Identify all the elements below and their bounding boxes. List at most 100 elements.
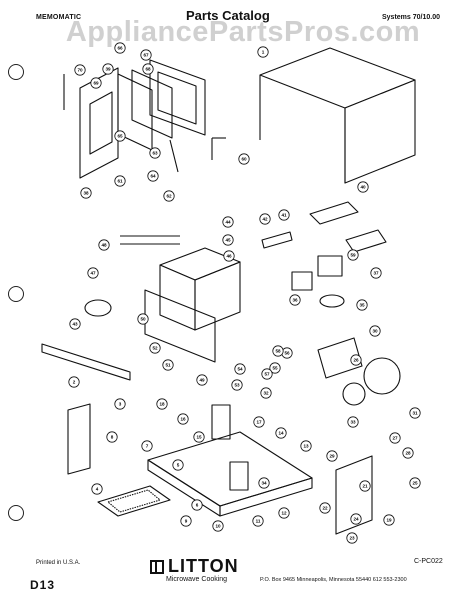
callout-33: 33	[347, 416, 359, 428]
callout-label: 18	[159, 402, 165, 407]
callout-64: 64	[147, 170, 159, 182]
callout-circle	[196, 374, 208, 386]
callout-circle	[357, 181, 369, 193]
callout-circle	[80, 187, 92, 199]
callout-circle	[258, 477, 270, 489]
callout-11: 11	[252, 515, 264, 527]
callout-label: 57	[264, 372, 270, 377]
callout-label: 11	[256, 519, 261, 524]
callout-circle	[98, 239, 110, 251]
callout-57: 57	[261, 368, 273, 380]
callout-50: 50	[137, 313, 149, 325]
callout-59: 59	[347, 249, 359, 261]
callout-27: 27	[389, 432, 401, 444]
callout-53: 53	[231, 379, 243, 391]
callout-circle	[253, 416, 265, 428]
callout-circle	[223, 250, 235, 262]
callout-label: 26	[353, 358, 359, 363]
callout-circle	[231, 379, 243, 391]
callout-label: 35	[359, 303, 365, 308]
callout-67: 67	[140, 49, 152, 61]
callout-label: 66	[117, 46, 123, 51]
callout-52: 52	[149, 342, 161, 354]
callout-label: 7	[146, 444, 149, 449]
callout-circle	[114, 175, 126, 187]
callout-circle	[74, 64, 86, 76]
callout-69: 69	[90, 77, 102, 89]
watermark: AppliancePartsPros.com	[65, 16, 421, 48]
callout-15: 15	[193, 431, 205, 443]
callout-circle	[142, 63, 154, 75]
callout-label: 28	[405, 451, 411, 456]
callout-label: 45	[225, 238, 231, 243]
callout-label: 69	[93, 81, 99, 86]
callout-circle	[257, 46, 269, 58]
header-title: Parts Catalog	[186, 8, 270, 23]
callout-61: 61	[114, 175, 126, 187]
callout-circle	[326, 450, 338, 462]
callout-circle	[114, 42, 126, 54]
callout-label: 62	[166, 194, 172, 199]
callout-label: 65	[117, 134, 123, 139]
callout-51: 51	[162, 359, 174, 371]
callout-circle	[68, 376, 80, 388]
callout-circle	[300, 440, 312, 452]
callout-circle	[222, 234, 234, 246]
callout-label: 16	[180, 417, 186, 422]
callout-label: 60	[241, 157, 247, 162]
callout-label: 30	[372, 329, 378, 334]
callout-circle	[114, 130, 126, 142]
callout-66: 66	[114, 42, 126, 54]
callout-label: 59	[350, 253, 356, 258]
callout-circle	[347, 249, 359, 261]
callout-label: 27	[392, 436, 398, 441]
callout-7: 7	[141, 440, 153, 452]
callout-circle	[369, 325, 381, 337]
callout-label: 17	[256, 420, 262, 425]
callout-circle	[90, 77, 102, 89]
callout-39: 39	[102, 63, 114, 75]
callout-32: 32	[260, 387, 272, 399]
callout-label: 5	[177, 463, 180, 468]
callout-circle	[114, 398, 126, 410]
callout-label: 67	[143, 53, 149, 58]
company-address: P.O. Box 9465 Minneapolis, Minnesota 554…	[260, 577, 407, 583]
callout-label: 54	[237, 367, 243, 372]
callout-label: 40	[360, 185, 366, 190]
callout-28: 28	[402, 447, 414, 459]
callout-label: 38	[83, 191, 89, 196]
callout-label: 42	[262, 217, 268, 222]
callout-circle	[141, 440, 153, 452]
cabinet-drawing	[259, 47, 416, 184]
callout-circle	[147, 170, 159, 182]
callout-label: 58	[275, 349, 281, 354]
callout-circle	[156, 398, 168, 410]
callout-16: 16	[177, 413, 189, 425]
callout-23: 23	[346, 532, 358, 544]
callout-label: 6	[196, 503, 199, 508]
callout-label: 64	[150, 174, 156, 179]
callout-40: 40	[357, 181, 369, 193]
callout-label: 52	[152, 346, 158, 351]
callout-3: 3	[114, 398, 126, 410]
callout-label: 49	[199, 378, 205, 383]
callout-label: 34	[261, 481, 267, 486]
callout-circle	[140, 49, 152, 61]
callout-47: 47	[87, 267, 99, 279]
callout-62: 62	[163, 190, 175, 202]
callout-label: 4	[96, 487, 99, 492]
callout-circle	[346, 532, 358, 544]
callout-label: 31	[412, 411, 418, 416]
callout-54: 54	[234, 363, 246, 375]
callout-24: 24	[350, 513, 362, 525]
callout-label: 32	[263, 391, 269, 396]
callout-8: 8	[106, 431, 118, 443]
callout-label: 48	[101, 243, 107, 248]
callout-label: 50	[140, 317, 146, 322]
callout-25: 25	[409, 477, 421, 489]
callout-circle	[87, 267, 99, 279]
callout-36: 36	[289, 294, 301, 306]
callout-label: 22	[322, 506, 328, 511]
base-chassis-drawing	[147, 404, 373, 535]
